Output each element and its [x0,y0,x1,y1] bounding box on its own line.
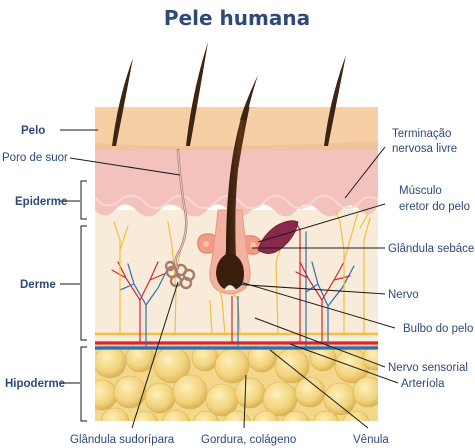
skin-block [87,78,387,439]
label-musculo-1: Músculo [399,185,442,197]
label-arteriola: Arteríola [401,378,445,390]
diagram-title: Pele humana [164,6,310,30]
label-epiderme: Epiderme [15,196,67,208]
label-bulbo-do-pelo: Bulbo do pelo [403,323,473,335]
label-nervo: Nervo [388,289,419,301]
label-poro-de-suor: Poro de suor [2,152,68,164]
label-glandula-sebacea: Glândula sebácea [388,243,475,255]
label-terminacao-1: Terminação [392,128,451,140]
label-pelo: Pelo [21,125,45,137]
layer-brackets [81,181,87,421]
label-hipoderme: Hipoderme [5,378,65,390]
fat-cells [87,344,387,439]
label-musculo-2: eretor do pelo [399,201,470,213]
label-glandula-sudoripara: Glândula sudorípara [70,434,175,446]
label-nervo-sensorial: Nervo sensorial [388,362,468,374]
label-venula: Vênula [353,434,389,446]
label-terminacao-2: nervosa livre [392,143,457,155]
label-gordura-colageno: Gordura, colágeno [201,434,296,446]
label-derme: Derme [20,279,56,291]
